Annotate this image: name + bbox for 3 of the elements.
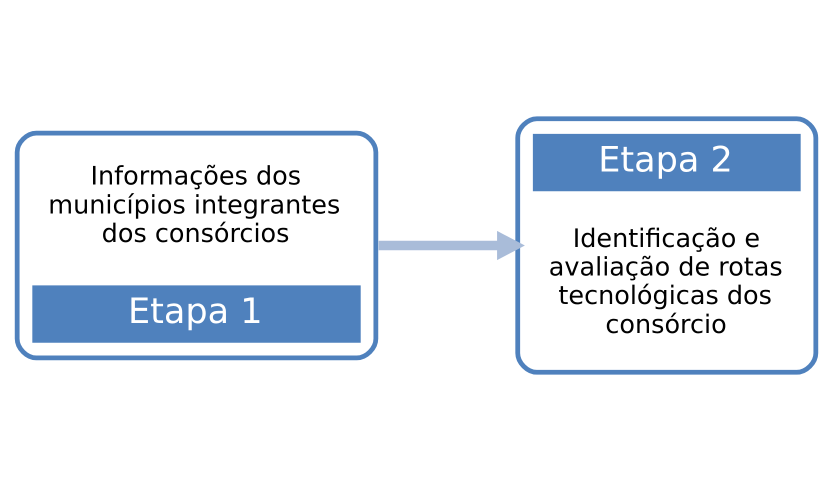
node-box: Informações dos municípios integrantes dos consórcios Etapa 1 (14, 130, 378, 360)
arrow (378, 230, 525, 260)
node-box: Etapa 2 Identificação e avaliação de rotas tecnológicas dos consórcio (515, 116, 818, 375)
